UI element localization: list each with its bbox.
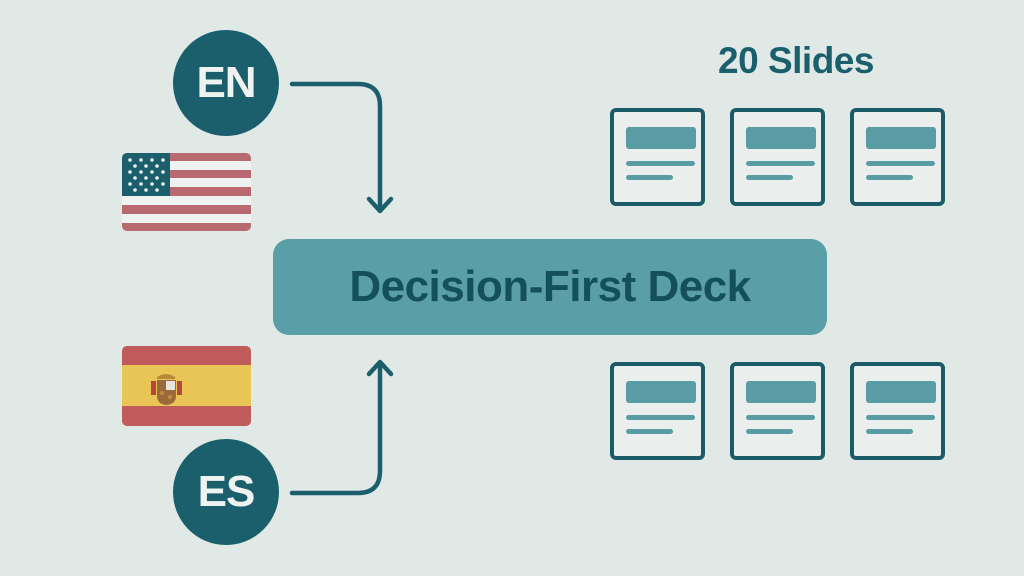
- slide-title-bar: [626, 127, 696, 149]
- slide-text-line: [626, 429, 673, 434]
- slides-count-label: 20 Slides: [718, 40, 874, 81]
- language-badge-en: EN: [173, 30, 279, 136]
- slide-title-bar: [626, 381, 696, 403]
- slide-text-line: [866, 161, 935, 166]
- slide-text-line: [746, 415, 815, 420]
- slide-text-line: [866, 429, 913, 434]
- slide-text-line: [866, 415, 935, 420]
- language-badge-es: ES: [173, 439, 279, 545]
- slide-text-line: [626, 415, 695, 420]
- slide-text-line: [626, 175, 673, 180]
- slide-text-line: [626, 161, 695, 166]
- slide-thumbnail: [610, 108, 705, 206]
- slide-text-line: [746, 175, 793, 180]
- language-code-en: EN: [196, 58, 256, 107]
- slide-text-line: [746, 429, 793, 434]
- slide-text-line: [866, 175, 913, 180]
- arrow-es-to-deck: [289, 359, 394, 496]
- spain-flag-icon: [122, 346, 251, 426]
- slide-thumbnail: [850, 108, 945, 206]
- slide-title-bar: [866, 381, 936, 403]
- deck-title: Decision-First Deck: [349, 262, 751, 311]
- language-code-es: ES: [197, 467, 256, 516]
- slide-title-bar: [866, 127, 936, 149]
- slide-thumbnail: [850, 362, 945, 460]
- arrow-en-to-deck: [289, 81, 394, 214]
- us-flag-icon: [122, 153, 251, 231]
- slide-thumbnail: [730, 108, 825, 206]
- slide-thumbnail: [730, 362, 825, 460]
- slide-title-bar: [746, 127, 816, 149]
- coat-of-arms-icon: [151, 374, 182, 405]
- slide-title-bar: [746, 381, 816, 403]
- deck-title-box: Decision-First Deck: [273, 239, 827, 335]
- slide-thumbnail: [610, 362, 705, 460]
- slide-text-line: [746, 161, 815, 166]
